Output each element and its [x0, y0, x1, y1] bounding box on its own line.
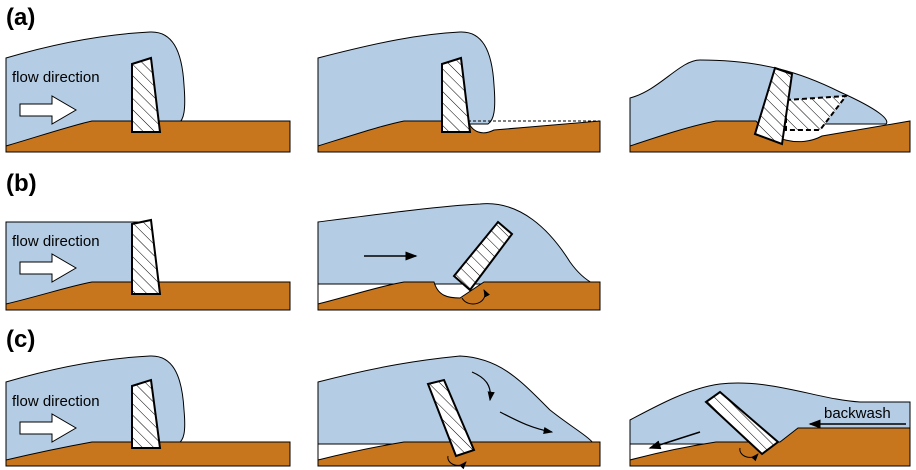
seawall [131, 218, 162, 295]
panel-a3 [629, 59, 911, 153]
row-label-c: (c) [6, 326, 36, 353]
seawall [753, 66, 794, 146]
flow-direction-label: flow direction [12, 69, 100, 86]
seawall [131, 56, 162, 133]
seawall [441, 56, 472, 133]
row-label-a: (a) [6, 4, 36, 31]
backwash-arrow [648, 431, 701, 450]
panel-c3: backwash [629, 382, 911, 467]
rotation-arrow [447, 455, 467, 470]
row-label-b: (b) [6, 170, 37, 197]
flow-arrow [19, 95, 77, 125]
panel-a1: flow direction [5, 31, 291, 153]
panel-b1: flow direction [5, 218, 291, 311]
panel-a2 [317, 31, 601, 153]
panel-c1: flow direction [5, 355, 291, 467]
ground [317, 281, 601, 311]
seawall [704, 390, 780, 456]
flow-arrow [471, 371, 495, 402]
ground [317, 120, 601, 153]
seawall [452, 220, 514, 292]
rotation-arrow [739, 447, 759, 462]
flow-direction-label: flow direction [12, 393, 100, 410]
flow-arrow [499, 411, 554, 435]
flow-arrow [19, 253, 77, 283]
panel-c2 [317, 355, 601, 470]
seawall [426, 378, 476, 458]
seawall [131, 378, 162, 449]
panel-b2 [317, 203, 601, 311]
water-body [629, 382, 911, 466]
rotation-arrow [461, 289, 490, 305]
flow-direction-label: flow direction [12, 233, 100, 250]
flow-arrow [19, 413, 77, 443]
backwash-label: backwash [824, 405, 891, 422]
